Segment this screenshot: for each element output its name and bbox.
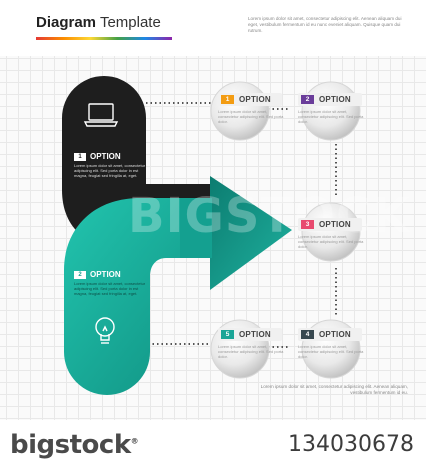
option-4-text: Lorem ipsum dolor sit amet, consectetur … [298,344,364,359]
page-title: Diagram Template [36,14,161,31]
stock-logo-text: bigstock [10,430,131,460]
step-1-label: 1 OPTION [74,152,121,161]
step-2-title: OPTION [90,270,121,279]
option-3-tag: 3 OPTION [298,218,362,231]
option-1-text: Lorem ipsum dolor sit amet, consectetur … [218,109,284,124]
step-2-card [64,198,214,395]
lightbulb-icon [95,317,115,344]
step-2-number: 2 [74,270,86,279]
option-5-label: OPTION [239,330,271,339]
option-2-text: Lorem ipsum dolor sit amet, consectetur … [298,109,364,124]
option-3-text: Lorem ipsum dolor sit amet, consectetur … [298,234,364,249]
option-4-badge: 4 [301,330,314,339]
footer-note: Lorem ipsum dolor sit amet, consectetur … [260,384,408,395]
laptop-icon [83,103,119,127]
option-1-label: OPTION [239,95,271,104]
step-2-label: 2 OPTION [74,270,121,279]
watermark: BIGSTOCK [128,188,411,244]
connector-lines [146,102,337,348]
option-3-badge: 3 [301,220,314,229]
header [0,0,426,56]
sphere-3 [301,202,361,262]
step-1-title: OPTION [90,152,121,161]
option-2-tag: 2 OPTION [298,93,362,106]
arrow-head [210,176,292,290]
option-4-label: OPTION [319,330,351,339]
option-1-badge: 1 [221,95,234,104]
image-id: 134030678 [288,432,414,457]
step-1-number: 1 [74,152,86,161]
option-5-badge: 5 [221,330,234,339]
option-5-text: Lorem ipsum dolor sit amet, consectetur … [218,344,284,359]
stock-logo: bigstock® [10,430,139,460]
step-2-text: Lorem ipsum dolor sit amet, consectetur … [74,281,146,296]
step-1-text: Lorem ipsum dolor sit amet, consectetur … [74,163,146,178]
option-5-tag: 5 OPTION [218,328,282,341]
option-1-tag: 1 OPTION [218,93,282,106]
title-bold: Diagram [36,14,97,31]
option-3-label: OPTION [319,220,351,229]
stock-footer: bigstock® 134030678 [0,420,426,470]
option-4-tag: 4 OPTION [298,328,362,341]
header-description: Lorem ipsum dolor sit amet, consectetur … [248,16,402,33]
arrow-body [180,198,212,258]
option-2-label: OPTION [319,95,351,104]
title-underline [36,37,172,40]
option-2-badge: 2 [301,95,314,104]
title-rest: Template [99,14,161,31]
